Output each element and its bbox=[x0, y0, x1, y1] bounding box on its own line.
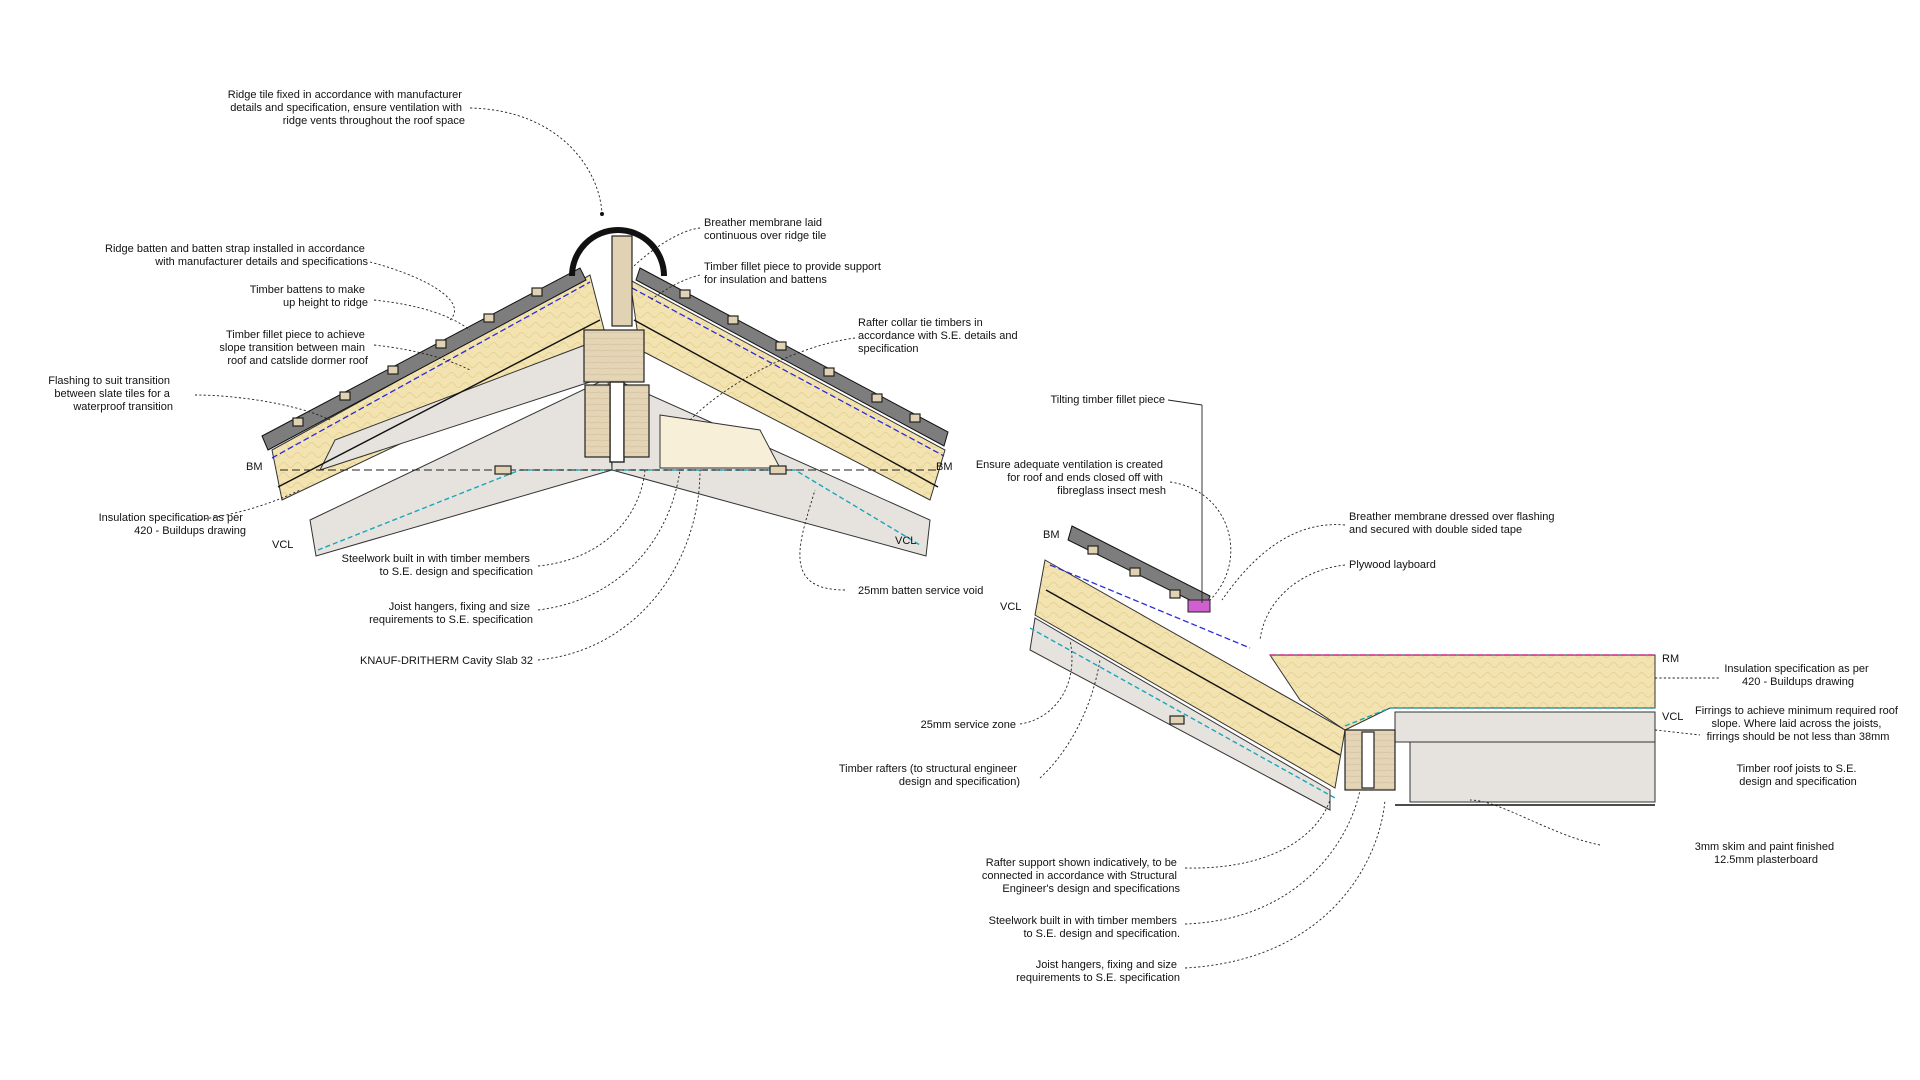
right-insulation bbox=[629, 279, 946, 501]
label-plywood: Plywood layboard bbox=[1349, 559, 1436, 571]
label-rafter-support: Rafter support shown indicatively, to be… bbox=[982, 857, 1181, 895]
label-collar: Rafter collar tie timbers in accordance … bbox=[858, 317, 1021, 355]
label-flashing: Flashing to suit transition between slat… bbox=[48, 375, 173, 413]
label-steelwork-left: Steelwork built in with timber members t… bbox=[342, 553, 533, 578]
label-joist-hangers-left: Joist hangers, fixing and size requireme… bbox=[369, 601, 533, 626]
ridge-batten-block bbox=[583, 329, 645, 383]
label-service-zone: 25mm service zone bbox=[921, 719, 1016, 731]
left-labels: Ridge tile fixed in accordance with manu… bbox=[48, 89, 1021, 667]
label-steelwork-right: Steelwork built in with timber members t… bbox=[989, 915, 1180, 940]
label-skim: 3mm skim and paint finished 12.5mm plast… bbox=[1695, 841, 1837, 866]
left-leaders bbox=[194, 107, 856, 661]
left-battens bbox=[292, 287, 543, 427]
ridge-tile bbox=[569, 227, 667, 277]
right-battens bbox=[679, 289, 921, 423]
label-bm-right: BM bbox=[936, 461, 953, 473]
label-ridge-batten: Ridge batten and batten strap installed … bbox=[105, 243, 368, 268]
label-vcl-right-detail-right: VCL bbox=[1662, 711, 1683, 723]
timber-member-left bbox=[584, 384, 611, 458]
sloped-plasterboard bbox=[1029, 617, 1331, 811]
label-ridge-tile: Ridge tile fixed in accordance with manu… bbox=[228, 89, 465, 127]
label-vcl-right: VCL bbox=[895, 535, 916, 547]
steel-beam bbox=[609, 381, 625, 463]
label-ventilation: Ensure adequate ventilation is created f… bbox=[976, 459, 1166, 497]
right-labels: Tilting timber fillet piece Ensure adequ… bbox=[839, 394, 1901, 984]
flat-joist-board bbox=[1409, 741, 1656, 803]
junction-steel bbox=[1361, 731, 1375, 789]
tilting-fillet bbox=[1187, 599, 1211, 613]
sloped-insulation bbox=[1034, 559, 1346, 789]
label-fillet-slope: Timber fillet piece to achieve slope tra… bbox=[219, 329, 369, 367]
transition-detail bbox=[1029, 405, 1656, 811]
label-vcl-right-detail-left: VCL bbox=[1000, 601, 1021, 613]
sloped-battens bbox=[1087, 545, 1181, 599]
label-roof-joists: Timber roof joists to S.E. design and sp… bbox=[1736, 763, 1859, 788]
label-firrings: Firrings to achieve minimum required roo… bbox=[1695, 705, 1901, 743]
label-breather-flashing: Breather membrane dressed over flashing … bbox=[1349, 511, 1558, 536]
label-vcl-left: VCL bbox=[272, 539, 293, 551]
left-slate-tiles bbox=[261, 267, 587, 451]
label-insulation-left: Insulation specification as per 420 - Bu… bbox=[99, 512, 246, 537]
label-breather: Breather membrane laid continuous over r… bbox=[704, 217, 826, 242]
label-timber-battens: Timber battens to make up height to ridg… bbox=[250, 284, 368, 309]
label-joist-hangers-right: Joist hangers, fixing and size requireme… bbox=[1016, 959, 1180, 984]
label-bm-left: BM bbox=[246, 461, 263, 473]
label-tilting-fillet: Tilting timber fillet piece bbox=[1050, 394, 1165, 406]
label-insulation-right: Insulation specification as per 420 - Bu… bbox=[1724, 663, 1871, 688]
timber-member-right bbox=[623, 384, 650, 458]
label-timber-rafters: Timber rafters (to structural engineer d… bbox=[839, 763, 1020, 788]
label-fillet-support: Timber fillet piece to provide support f… bbox=[704, 261, 884, 286]
label-rm: RM bbox=[1662, 653, 1679, 665]
right-leaders bbox=[1019, 481, 1720, 969]
ridge-post bbox=[611, 235, 633, 327]
ridge-detail bbox=[261, 227, 949, 557]
label-bm-right-detail: BM bbox=[1043, 529, 1060, 541]
label-knauf: KNAUF-DRITHERM Cavity Slab 32 bbox=[360, 655, 533, 667]
flat-firring-board bbox=[1394, 711, 1656, 743]
right-slate-tiles bbox=[635, 267, 949, 447]
label-batten-void: 25mm batten service void bbox=[858, 585, 983, 597]
